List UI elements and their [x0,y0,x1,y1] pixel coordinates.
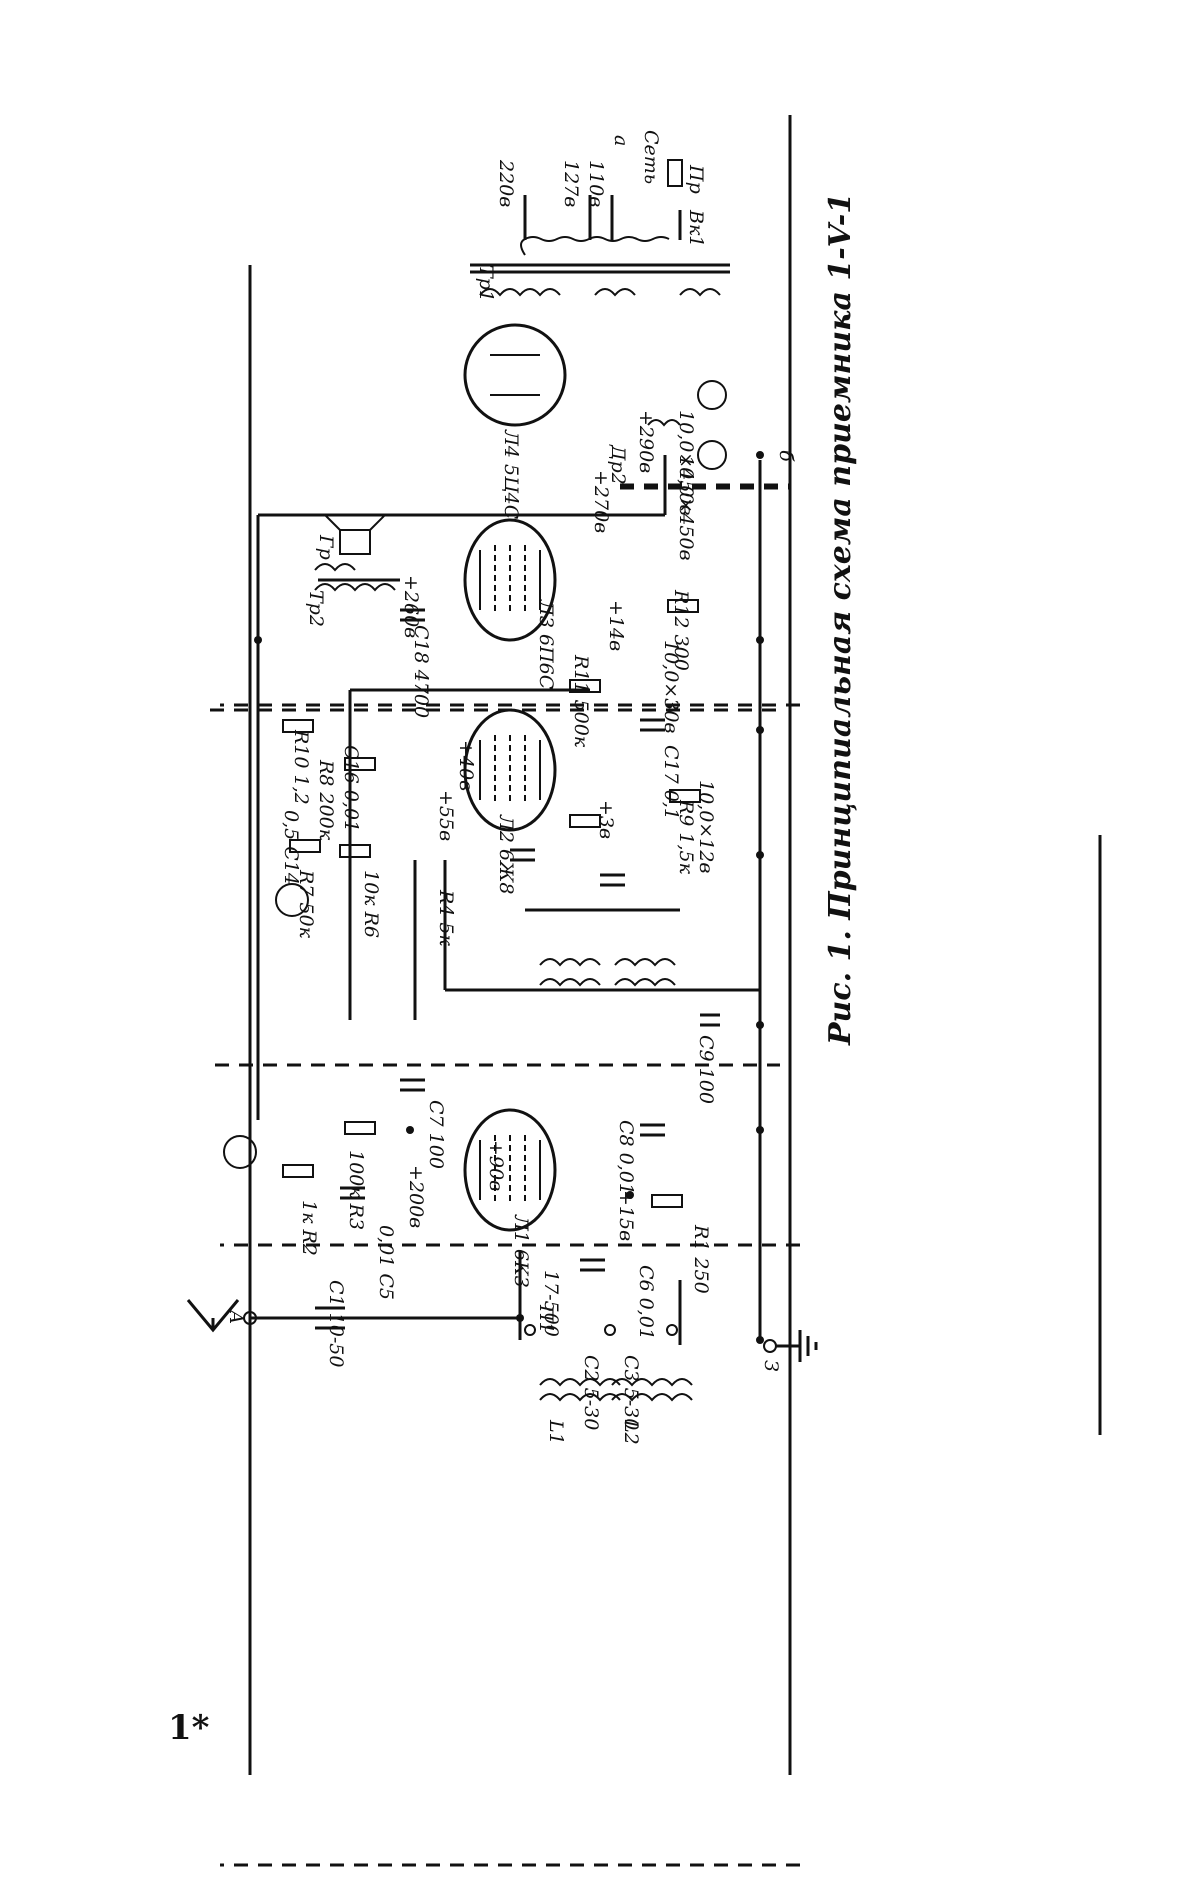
label-dr2: Др2 [607,444,629,485]
label-l2-6zh8: Л2 6Ж8 [495,814,517,895]
label-plus-3v: +3в [595,800,617,839]
label-set: Сеть [640,130,662,184]
label-r1-250: R1 250 [690,1224,712,1294]
label-l1-coil: L1 [545,1419,567,1445]
label-l2-coil: L2 [620,1419,642,1445]
label-r11-500k: R11 500к [570,654,592,748]
label-tr1: Тр1 [475,265,497,302]
label-pr: Пр [685,164,707,194]
label-terminal-a: А [225,1308,247,1324]
label-c7-100: C7 100 [425,1100,447,1169]
label-plus-14v: +14в [605,600,627,651]
label-c2-5-30: C2 5-30 [580,1355,602,1430]
label-plus-55v: +55в [435,790,457,841]
label-110v: 110в [585,160,607,207]
label-l4-5ts4s: Л4 5Ц4С [500,429,522,520]
label-r8-200k: R8 200к [315,759,337,841]
label-l3-6p6s: Л3 6П6С [535,599,557,690]
label-c14-0-5: 0,5 C14 [280,810,302,885]
label-terminal-z: З [760,1360,782,1372]
label-c15: 10,0×12в [695,780,717,873]
detector-coils [525,910,680,985]
tube-l4-rectifier [465,325,565,425]
tube-l1 [465,1110,555,1230]
label-c9-100: C9 100 [695,1035,717,1104]
label-c20: 10,0×450в [675,455,697,561]
label-vk1: Вк1 [685,209,707,247]
label-r10-1-2: R10 1,2 [290,729,312,805]
label-c17-0-1: C17 0,1 [660,745,682,820]
tube-l2 [465,710,555,830]
label-r2-1k: 1к R2 [298,1200,320,1256]
label-gr: Гр [315,534,337,560]
label-tr2: Тр2 [305,590,327,627]
label-c8-0-01: C8 0,01 [615,1120,637,1195]
label-c1-10-50: C1 10-50 [325,1280,347,1367]
label-r3-100k: 100к R3 [345,1150,367,1230]
label-plus-200v: +200в [405,1165,427,1228]
label-c5-0-01: 0,01 C5 [375,1225,397,1300]
label-plus-15v: +15в [615,1190,637,1241]
label-c6-0-01: C6 0,01 [635,1265,657,1340]
label-plus-290v: +290в [635,410,657,473]
label-a: а [610,135,632,146]
label-p1: П1 [535,1304,557,1334]
label-b: б [775,450,797,462]
label-127v: 127в [560,160,582,207]
label-r6-10k: 10к R6 [360,870,382,938]
label-r4-5k: R4 5к [435,889,457,947]
figure-caption: Рис. 1. Принципиальная схема приемника 1… [823,193,858,1046]
label-plus-260v: +260в [400,575,422,638]
label-plus-40v: +40в [455,740,477,791]
label-c18-4700: C18 4700 [410,625,432,718]
label-220v: 220в [495,159,517,207]
label-plus-90v: +90в [485,1140,507,1191]
label-c19: 10,0×30в [660,640,682,733]
label-l1-6k3: Л1 6К3 [510,1214,532,1288]
label-c16-0-01: C16 0,01 [340,745,362,832]
